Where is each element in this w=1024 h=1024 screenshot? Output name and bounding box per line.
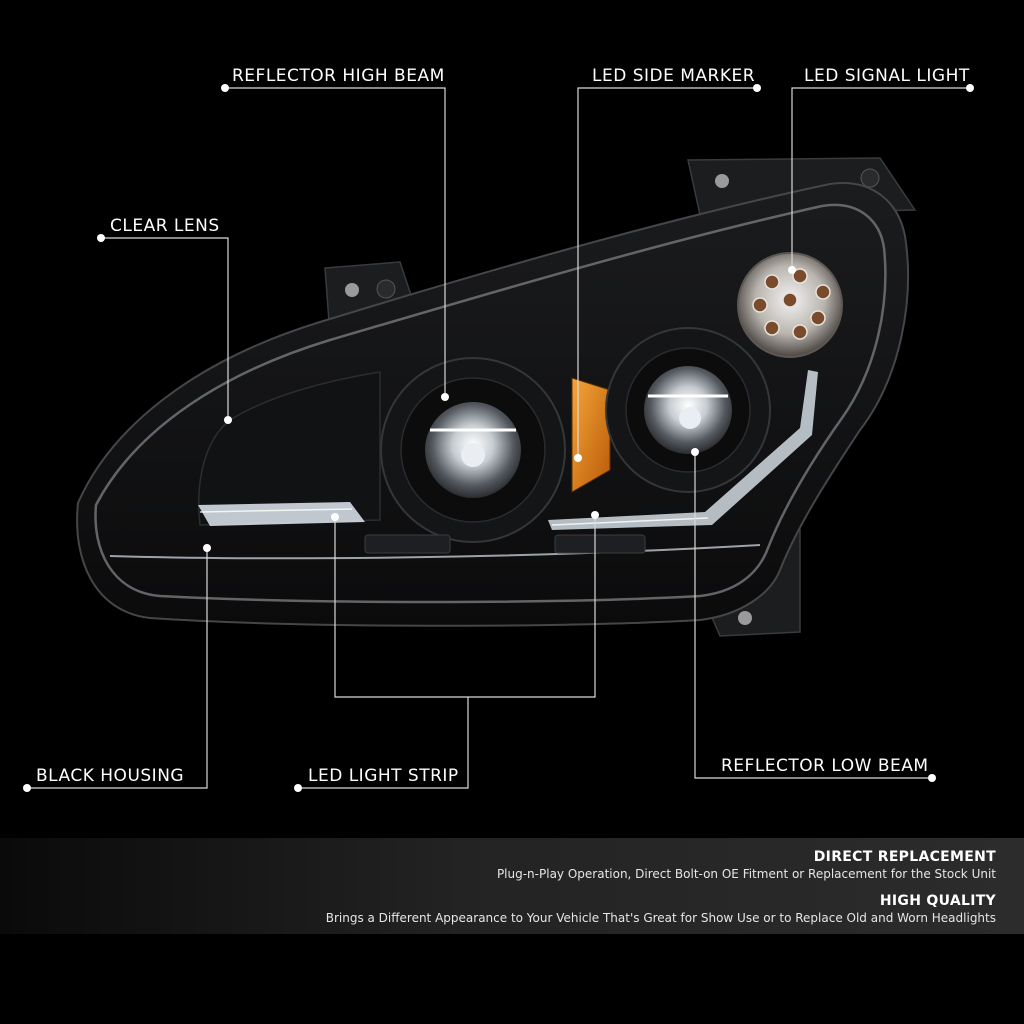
callout-dots: [23, 84, 974, 792]
leader-reflector-high-beam: [225, 87, 446, 397]
callout-lines: [27, 87, 970, 789]
inner-bezel: [198, 371, 381, 526]
feature-direct-replacement: DIRECT REPLACEMENT Plug-n-Play Operation…: [497, 848, 996, 882]
led-side-marker: [571, 377, 611, 493]
label-black-housing: BLACK HOUSING: [36, 766, 185, 786]
feature-title: DIRECT REPLACEMENT: [813, 849, 996, 865]
feature-info-bar: DIRECT REPLACEMENT Plug-n-Play Operation…: [0, 838, 1024, 934]
label-led-signal-light: LED SIGNAL LIGHT: [804, 66, 970, 86]
feature-high-quality: HIGH QUALITY Brings a Different Appearan…: [326, 892, 996, 926]
leader-black-housing: [27, 548, 208, 789]
clear-lens-rim: [94, 203, 887, 604]
label-reflector-high-beam: REFLECTOR HIGH BEAM: [232, 66, 445, 86]
leader-clear-lens: [101, 237, 229, 420]
leader-led-light-strip-b: [468, 515, 596, 698]
led-signal-light: [737, 252, 843, 358]
feature-title: HIGH QUALITY: [879, 893, 996, 909]
reflector-low-beam: [605, 327, 771, 493]
led-light-strip-lower: [109, 544, 761, 560]
label-reflector-low-beam: REFLECTOR LOW BEAM: [721, 756, 929, 776]
label-led-light-strip: LED LIGHT STRIP: [308, 766, 459, 786]
leader-led-signal-light: [791, 87, 970, 270]
reflector-high-beam: [380, 357, 566, 543]
label-led-side-marker: LED SIDE MARKER: [592, 66, 756, 86]
feature-description: Plug-n-Play Operation, Direct Bolt-on OE…: [496, 867, 996, 881]
lower-vents: [364, 534, 646, 554]
led-light-strip: [198, 370, 818, 530]
leader-reflector-low-beam: [694, 452, 932, 779]
label-clear-lens: CLEAR LENS: [110, 216, 220, 236]
leader-led-side-marker: [577, 87, 757, 458]
feature-description: Brings a Different Appearance to Your Ve…: [325, 911, 996, 925]
